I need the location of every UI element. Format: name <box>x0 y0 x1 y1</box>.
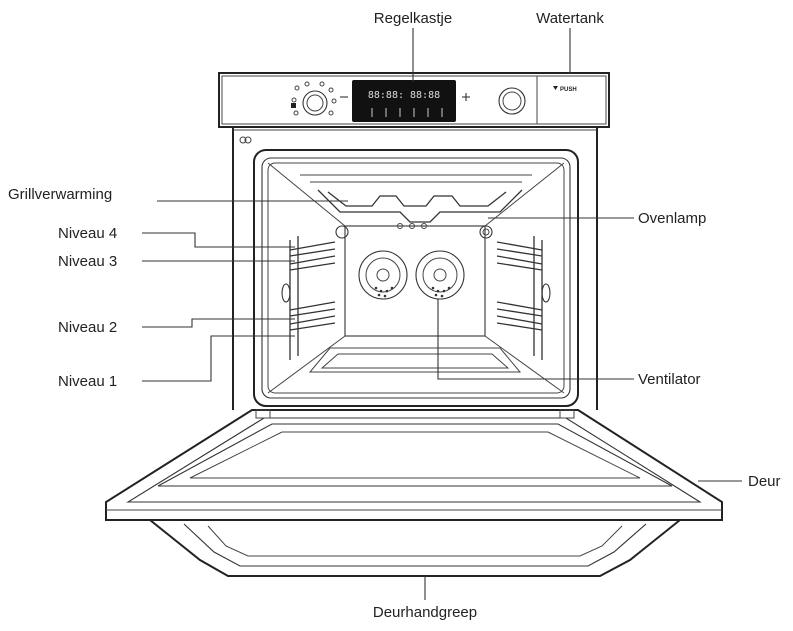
push-arrow-icon <box>553 86 558 90</box>
label-deurhandgreep: Deurhandgreep <box>373 604 477 621</box>
door-handle <box>149 519 681 577</box>
label-niveau-2: Niveau 2 <box>58 319 117 336</box>
label-niveau-1: Niveau 1 <box>58 373 117 390</box>
rack-supports-left <box>281 236 336 360</box>
control-display <box>352 80 456 122</box>
label-niveau-3: Niveau 3 <box>58 253 117 270</box>
leader-lines <box>142 28 742 600</box>
ventilator-fans <box>358 250 465 300</box>
rack-supports-right <box>496 236 551 360</box>
label-niveau-4: Niveau 4 <box>58 225 117 242</box>
push-label: PUSH <box>560 87 577 93</box>
display-readout: 88:88: 88:88 <box>368 90 440 101</box>
door-glass <box>157 423 673 487</box>
mode-icons <box>291 81 337 116</box>
cavity-floor <box>308 347 522 373</box>
label-ventilator: Ventilator <box>638 371 701 388</box>
control-panel: 88:88: 88:88 PUSH <box>218 72 610 128</box>
leader-niveau-4 <box>142 232 295 248</box>
label-deur: Deur <box>748 473 781 490</box>
control-knob <box>498 87 526 115</box>
display-indicators <box>371 108 443 117</box>
leader-niveau-1 <box>142 335 295 382</box>
label-watertank: Watertank <box>536 10 604 27</box>
fan-right <box>415 250 465 300</box>
fan-left <box>358 250 408 300</box>
label-ovenlamp: Ovenlamp <box>638 210 706 227</box>
grill-heater <box>317 189 523 229</box>
oven-door <box>105 409 723 521</box>
leader-niveau-2 <box>142 318 295 328</box>
label-grillverwarming: Grillverwarming <box>8 186 112 203</box>
oven-cavity <box>253 149 579 407</box>
leader-ventilator <box>437 299 634 380</box>
oven-body <box>232 127 598 410</box>
label-regelkastje: Regelkastje <box>374 10 452 27</box>
back-wall <box>344 225 486 337</box>
mode-knob <box>302 90 328 116</box>
oven-lamp <box>335 225 493 239</box>
